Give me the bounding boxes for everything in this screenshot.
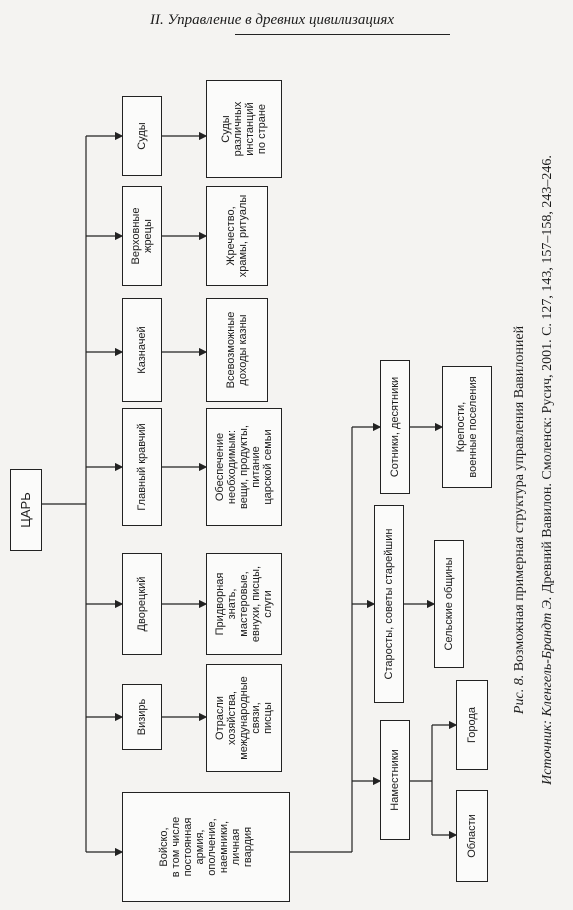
box-priests-sub: Жречество, храмы, ритуалы [206, 186, 268, 286]
box-forts: Крепости, военные поселения [442, 366, 492, 488]
box-elders-label: Старосты, советы старейшин [383, 528, 395, 680]
box-army-label: Войско, в том числе постоянная армия, оп… [158, 816, 254, 878]
box-army: Войско, в том числе постоянная армия, оп… [122, 792, 290, 902]
box-treasurer-sub: Всевозможные доходы казны [206, 298, 268, 402]
box-elders: Старосты, советы старейшин [374, 505, 404, 703]
box-regions: Области [456, 790, 488, 882]
box-treasurer-sub-label: Всевозможные доходы казны [225, 311, 249, 389]
box-palace: Дворецкий [122, 553, 162, 655]
box-vizier-label: Визирь [136, 698, 148, 736]
box-palace-label: Дворецкий [136, 576, 148, 632]
box-vizier: Визирь [122, 684, 162, 750]
box-communities: Сельские общины [434, 540, 464, 668]
box-communities-label: Сельские общины [443, 557, 455, 651]
box-priests: Верховные жрецы [122, 186, 162, 286]
box-centurions: Сотники, десятники [380, 360, 410, 494]
source-author: Кленгель-Брандт Э. [540, 596, 555, 720]
box-steward-label: Главный кравчий [136, 423, 148, 511]
box-tsar: ЦАРЬ [10, 469, 42, 551]
box-palace-sub: Придворная знать, мастеровые, евнухи, пи… [206, 553, 282, 655]
box-courts: Суды [122, 96, 162, 176]
figure-title: Возможная примерная структура управления… [512, 325, 527, 675]
running-header: II. Управление в древних цивилизациях [150, 12, 394, 28]
box-treasurer: Казначей [122, 298, 162, 402]
box-palace-sub-label: Придворная знать, мастеровые, евнухи, пи… [214, 565, 274, 643]
box-steward-sub-label: Обеспечение необходимым: вещи, продукты,… [214, 425, 274, 509]
box-tsar-label: ЦАРЬ [18, 492, 33, 528]
figure-label: Рис. 8. [512, 674, 527, 715]
box-vizier-sub: Отрасли хозяйства, международные связи, … [206, 664, 282, 772]
box-cities: Города [456, 680, 488, 770]
box-cities-label: Города [466, 707, 478, 743]
box-priests-sub-label: Жречество, храмы, ритуалы [225, 194, 249, 278]
box-vizier-sub-label: Отрасли хозяйства, международные связи, … [214, 676, 274, 760]
box-governors: Наместники [380, 720, 410, 840]
header-rule [235, 34, 450, 35]
box-forts-label: Крепости, военные поселения [455, 376, 479, 478]
box-steward-sub: Обеспечение необходимым: вещи, продукты,… [206, 408, 282, 526]
source-label: Источник: [540, 719, 555, 785]
box-regions-label: Области [466, 814, 478, 858]
box-steward: Главный кравчий [122, 408, 162, 526]
box-governors-label: Наместники [389, 749, 401, 811]
box-courts-sub: Суды различных инстанций по стране [206, 80, 282, 178]
source-rest: Древний Вавилон. Смоленск: Русич, 2001. … [540, 155, 555, 597]
figure-caption: Рис. 8. Возможная примерная структура уп… [512, 326, 528, 714]
box-centurions-label: Сотники, десятники [389, 376, 401, 478]
box-priests-label: Верховные жрецы [130, 207, 154, 265]
box-treasurer-label: Казначей [136, 326, 148, 374]
box-courts-sub-label: Суды различных инстанций по стране [220, 101, 268, 157]
box-courts-label: Суды [136, 122, 148, 150]
source-line: Источник: Кленгель-Брандт Э. Древний Вав… [540, 155, 556, 785]
